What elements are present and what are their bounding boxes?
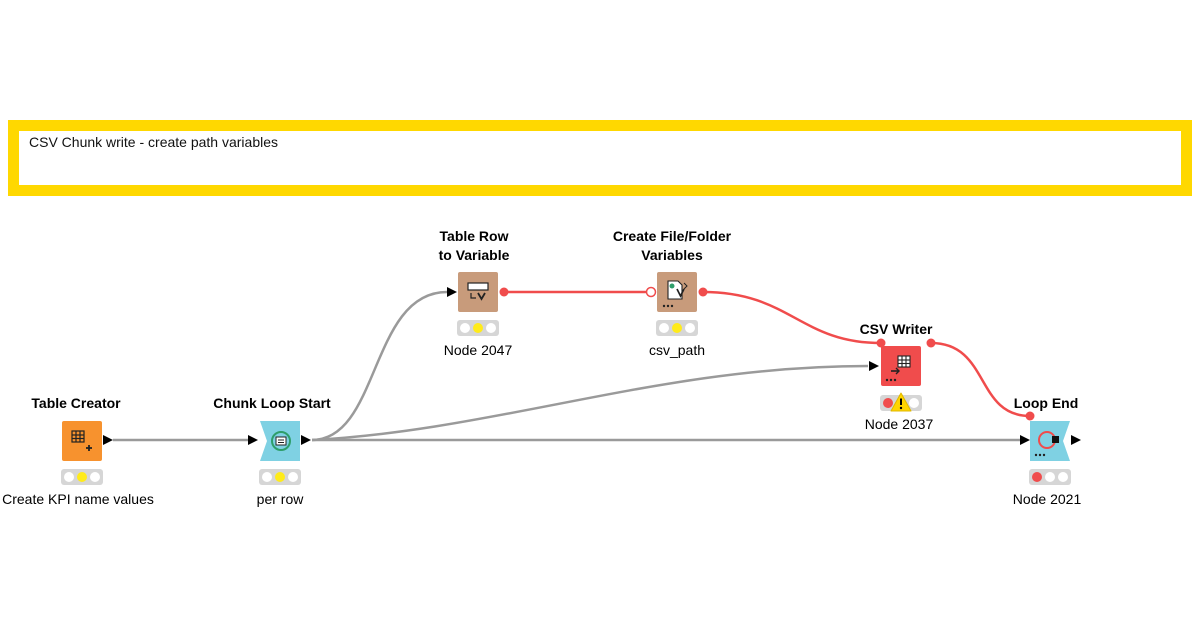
node-create-file-folder-variables[interactable] [645,272,708,336]
node-label-csv-writer[interactable]: Node 2037 [864,416,934,432]
wire-file-variables-to-csv-writer[interactable] [702,290,882,345]
wire-chunk-loop-to-row-to-variable[interactable] [311,290,448,442]
annotation-text: CSV Chunk write - create path variables [29,134,278,150]
node-label-chunk-loop-start[interactable]: per row [256,491,304,507]
output-port[interactable] [301,435,311,445]
flow-variable-input-port[interactable] [876,338,886,348]
input-port[interactable] [869,361,879,371]
node-table-row-to-variable[interactable] [447,272,509,336]
node-title-line: Variables [641,247,703,263]
node-label-create-file-folder-variables[interactable]: csv_path [648,342,706,358]
input-port[interactable] [1020,435,1030,445]
node-title-line: Create File/Folder [612,228,732,244]
node-loop-end-body[interactable] [1030,421,1070,461]
node-label-table-creator[interactable]: Create KPI name values [2,491,154,507]
node-loop-end[interactable] [1020,411,1081,486]
status-traffic-light [259,469,301,485]
input-port[interactable] [248,435,258,445]
node-label-loop-end[interactable]: Node 2021 [1012,491,1082,507]
status-traffic-light [1029,469,1071,485]
warning-icon[interactable] [890,392,912,412]
node-table-creator[interactable] [61,421,113,485]
node-title-create-file-folder-variables: Create File/Folder Variables [582,227,762,265]
node-title-line: Table Row [439,228,509,244]
node-title-table-row-to-variable: Table Row to Variable [384,227,564,265]
file-variable-icon [662,280,688,308]
output-port[interactable] [103,435,113,445]
node-title-chunk-loop-start: Chunk Loop Start [213,395,331,411]
node-chunk-loop-start[interactable] [248,421,311,485]
node-title-table-creator: Table Creator [31,395,121,411]
status-traffic-light [457,320,499,336]
node-title-loop-end: Loop End [1013,395,1079,411]
node-title-line: to Variable [438,247,510,263]
status-traffic-light [656,320,698,336]
output-port[interactable] [1071,435,1081,445]
flow-variable-input-port[interactable] [645,286,657,298]
loop-end-icon [1034,431,1059,457]
row-to-variable-icon [467,282,489,301]
node-label-table-row-to-variable[interactable]: Node 2047 [443,342,513,358]
workflow-annotation[interactable]: CSV Chunk write - create path variables [8,120,1192,196]
node-table-row-to-variable-body[interactable] [458,272,498,312]
wire-csv-writer-to-loop-end[interactable] [930,341,1031,418]
flow-variable-output-port[interactable] [926,338,936,348]
node-title-csv-writer: CSV Writer [859,321,933,337]
loop-start-icon [271,431,291,451]
input-port[interactable] [447,287,457,297]
node-table-creator-body[interactable] [62,421,102,461]
flow-variable-output-port[interactable] [499,287,509,297]
flow-variable-output-port[interactable] [698,287,708,297]
table-export-icon [885,355,911,382]
wire-chunk-loop-to-csv-writer[interactable] [311,364,869,442]
flow-variable-input-port[interactable] [1025,411,1035,421]
table-plus-icon [71,430,92,451]
status-traffic-light [61,469,103,485]
node-csv-writer[interactable] [869,338,936,412]
